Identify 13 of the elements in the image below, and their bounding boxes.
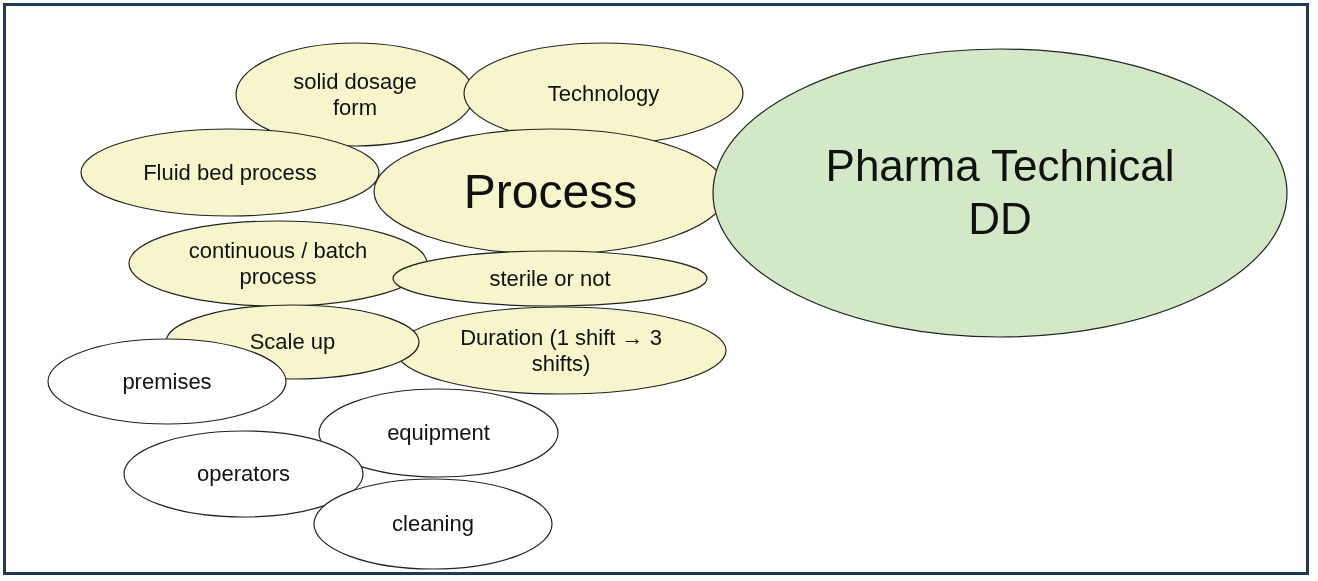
bubble-text: cleaning xyxy=(391,510,475,538)
bubble-text: Duration (1 shift → 3 shifts) xyxy=(459,324,663,377)
bubble-text: Process xyxy=(462,163,639,220)
bubble-text: premises xyxy=(121,368,213,395)
bubble-text: operators xyxy=(196,460,291,488)
bubble-text: continuous / batch process xyxy=(187,237,369,290)
bubble-text: Fluid bed process xyxy=(142,159,318,186)
bubble-text: Technology xyxy=(546,80,661,107)
bubble-text: equipment xyxy=(386,419,491,447)
bubble-text: Pharma Technical DD xyxy=(824,140,1176,245)
bubble-text: solid dosage form xyxy=(292,68,418,121)
bubble-text: Scale up xyxy=(248,328,337,356)
bubble-text: sterile or not xyxy=(488,265,612,292)
